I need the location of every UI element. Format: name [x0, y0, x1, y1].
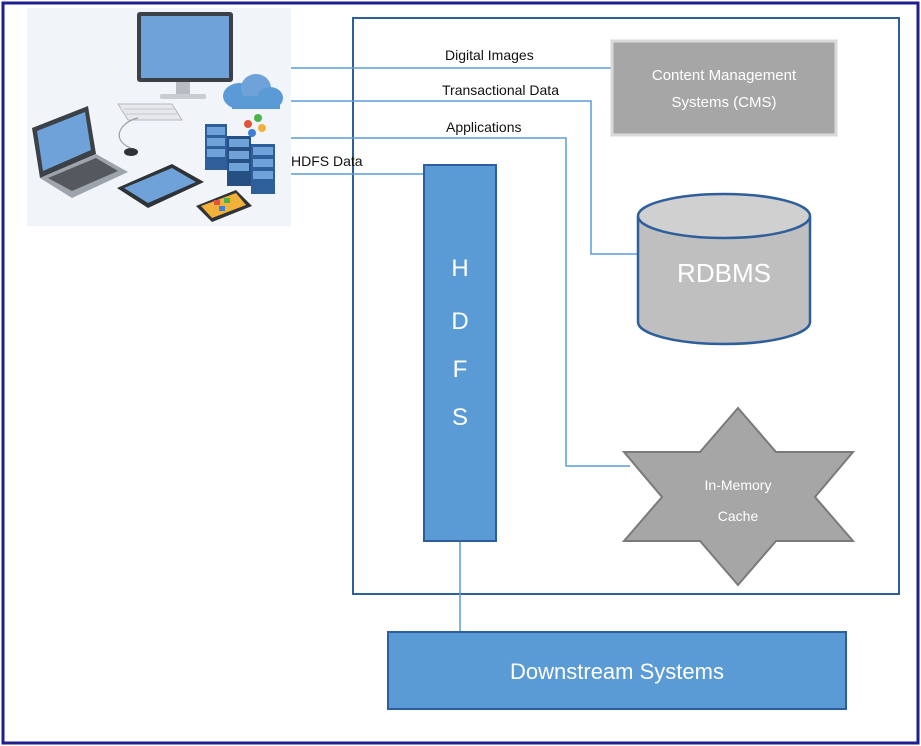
downstream-systems-node: Downstream Systems: [387, 631, 847, 710]
connectors: [291, 67, 638, 632]
hdfs-data-label: HDFS Data: [291, 153, 363, 169]
monitor-icon: [137, 12, 233, 99]
mouse-icon: [124, 148, 138, 156]
rdbms-node: RDBMS: [636, 192, 812, 346]
laptop-icon: [32, 106, 128, 198]
rdbms-label: RDBMS: [677, 258, 771, 288]
tablet-icon: [117, 164, 204, 208]
hdfs-node: H D F S: [423, 164, 497, 542]
cache-label-line2: Cache: [718, 508, 759, 524]
transactional-data-label: Transactional Data: [442, 82, 559, 98]
cms-label-line1: Content Management: [652, 67, 797, 84]
server-rack-icon: [205, 124, 275, 194]
in-memory-cache-node: In-Memory Cache: [621, 406, 856, 587]
hdfs-letter-s: S: [452, 404, 468, 431]
transactional-data-connector: [291, 100, 638, 255]
downstream-label: Downstream Systems: [510, 659, 724, 684]
cms-label-line2: Systems (CMS): [672, 94, 777, 111]
applications-connector: [291, 137, 630, 467]
cache-label-line1: In-Memory: [705, 477, 772, 493]
cms-node: Content Management Systems (CMS): [610, 39, 838, 137]
keyboard-icon: [117, 103, 183, 121]
hdfs-letter-d: D: [451, 308, 468, 335]
processing-container: [352, 17, 900, 595]
hdfs-letter-f: F: [453, 356, 468, 383]
applications-label: Applications: [446, 119, 522, 135]
phone-icon: [196, 190, 252, 222]
digital-images-label: Digital Images: [445, 47, 534, 63]
devices-illustration: [27, 8, 291, 226]
hdfs-letter-h: H: [451, 255, 468, 282]
cloud-icon: [223, 74, 283, 137]
